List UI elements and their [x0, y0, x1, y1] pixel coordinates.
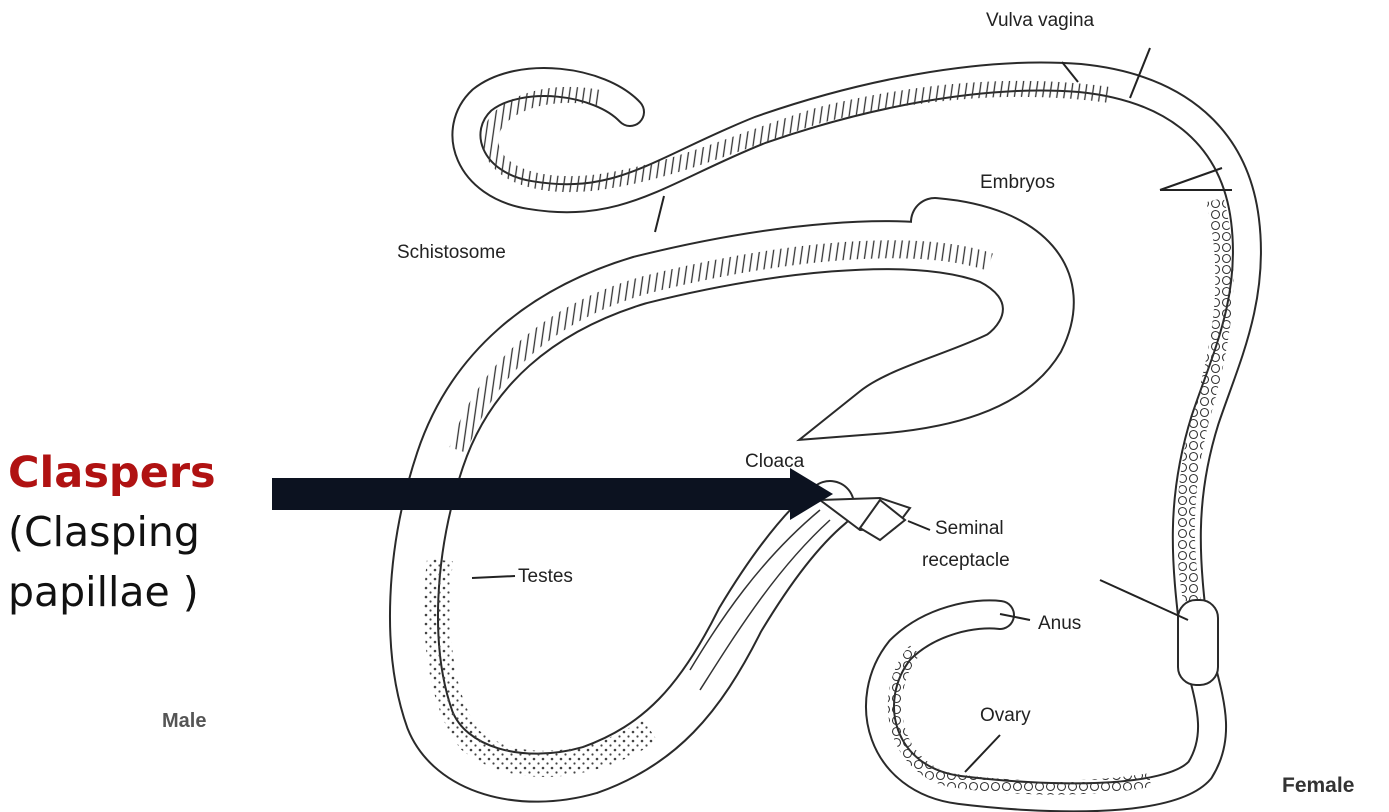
claspers-subtitle-line2: papillae ): [8, 568, 199, 616]
label-embryos: Embryos: [980, 172, 1055, 194]
label-female: Female: [1282, 775, 1354, 797]
label-schistosome: Schistosome: [397, 242, 506, 264]
label-receptacle: receptacle: [922, 550, 1010, 572]
label-cloaca: Cloaca: [745, 451, 804, 473]
claspers-subtitle-line1: (Clasping: [8, 508, 200, 556]
label-male: Male: [162, 710, 206, 732]
female-worm: [466, 77, 1247, 798]
label-vulva-vagina: Vulva vagina: [986, 10, 1094, 32]
label-anus: Anus: [1038, 613, 1081, 635]
label-ovary: Ovary: [980, 705, 1031, 727]
label-testes: Testes: [518, 566, 573, 588]
callout-arrow-icon: [272, 468, 833, 520]
claspers-title: Claspers: [8, 448, 216, 498]
label-seminal: Seminal: [935, 518, 1004, 540]
